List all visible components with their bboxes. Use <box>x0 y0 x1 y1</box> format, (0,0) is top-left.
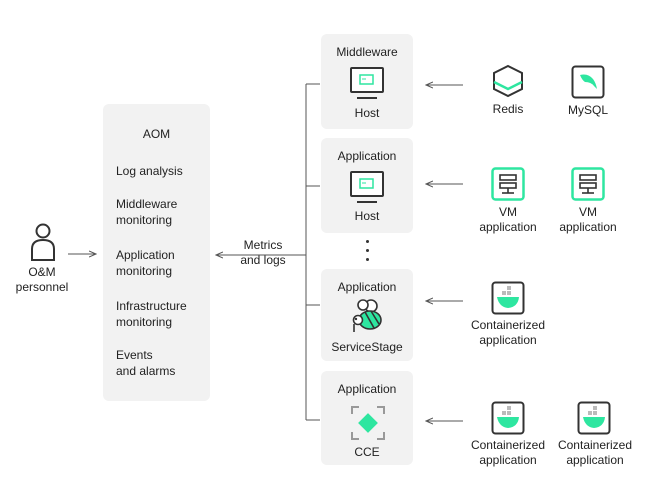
container-app-label: Containerized application <box>470 438 546 467</box>
redis-icon <box>493 64 523 98</box>
aom-item-middleware-monitoring: Middleware monitoring <box>116 197 178 227</box>
aom-item-log-analysis: Log analysis <box>116 164 183 178</box>
source-target: CCE <box>354 445 380 459</box>
host-monitor-icon <box>350 67 384 99</box>
host-monitor-icon <box>350 171 384 203</box>
source-target: ServiceStage <box>331 340 403 354</box>
vm-app-icon <box>491 167 525 201</box>
mysql-label: MySQL <box>567 103 608 117</box>
source-target: Host <box>354 209 380 223</box>
container-app-icon <box>491 401 525 435</box>
vm-app-label: VM application <box>479 205 537 234</box>
vm-app-icon <box>571 167 605 201</box>
vm-app-label: VM application <box>559 205 617 234</box>
servicestage-bee-icon <box>352 299 382 332</box>
ellipsis-dots <box>366 240 370 267</box>
redis-label: Redis <box>492 102 524 116</box>
source-header: Application <box>337 280 397 294</box>
container-app-label: Containerized application <box>557 438 633 467</box>
source-header: Application <box>337 149 397 163</box>
person-icon <box>31 223 55 261</box>
container-app-icon <box>577 401 611 435</box>
metrics-logs-label: Metrics and logs <box>240 238 286 267</box>
source-header: Application <box>337 382 397 396</box>
aom-item-events-alarms: Events and alarms <box>116 348 176 378</box>
cce-icon <box>351 406 385 440</box>
source-header: Middleware <box>336 45 398 59</box>
mysql-icon <box>571 65 605 99</box>
person-label: O&M personnel <box>15 265 69 294</box>
source-target: Host <box>354 106 380 120</box>
aom-item-infrastructure-monitoring: Infrastructure monitoring <box>116 299 187 329</box>
aom-item-application-monitoring: Application monitoring <box>116 248 175 278</box>
container-app-label: Containerized application <box>470 318 546 347</box>
container-app-icon <box>491 281 525 315</box>
aom-panel <box>103 104 210 401</box>
aom-title: AOM <box>142 127 171 141</box>
